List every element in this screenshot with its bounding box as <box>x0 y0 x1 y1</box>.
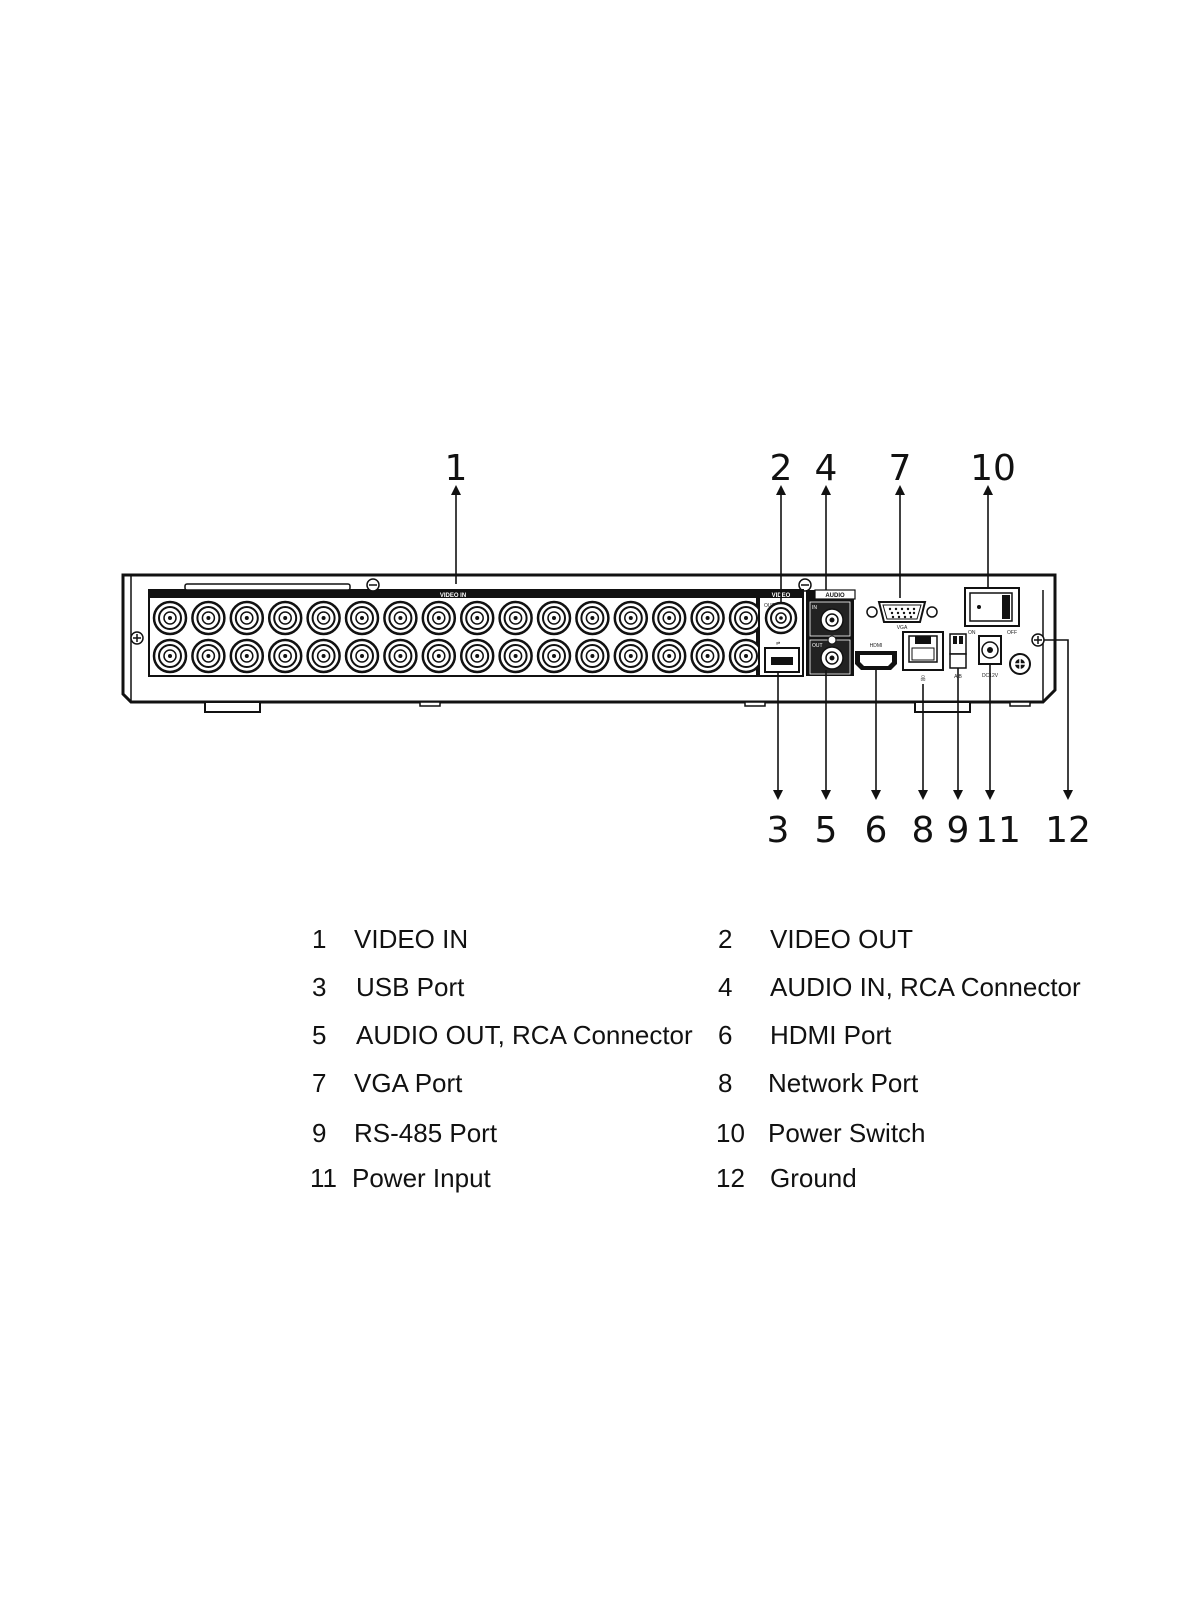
bnc-connector <box>690 638 725 674</box>
bnc-connector <box>306 638 341 674</box>
callout-numbers-top: 1 2 4 7 10 <box>445 448 1016 489</box>
bnc-connector <box>152 600 188 636</box>
network-port: 品 <box>902 631 944 682</box>
bnc-connector <box>383 638 418 674</box>
audio-out-rca-connector <box>820 646 844 670</box>
bnc-connector <box>613 600 649 636</box>
bnc-connector <box>267 638 303 674</box>
vga-port: VGA <box>866 601 938 631</box>
bnc-connector <box>651 638 687 674</box>
callout-numbers-bottom: 3 5 6 8 9 11 12 <box>767 810 1091 851</box>
audio-out-sub-label: OUT <box>812 643 823 649</box>
usb-icon: ⇌ <box>776 641 780 647</box>
callout-number: 9 <box>947 810 970 851</box>
bnc-connector <box>344 638 380 674</box>
video-in-panel-label: VIDEO IN <box>440 593 466 599</box>
bnc-connector <box>191 638 226 674</box>
hdmi-panel-label: HDMI <box>870 643 883 649</box>
bnc-connector <box>152 638 188 674</box>
bnc-connector <box>728 638 764 674</box>
network-icon: 品 <box>920 676 925 682</box>
leader-line-12 <box>1044 639 1073 800</box>
callout-number: 3 <box>767 810 790 851</box>
bnc-connector <box>498 638 533 674</box>
callout-number: 10 <box>970 448 1016 489</box>
switch-off-label: OFF <box>1007 630 1017 636</box>
ground-terminal <box>1009 633 1045 675</box>
bnc-connector <box>267 600 303 636</box>
bnc-connector <box>613 638 649 674</box>
bnc-connector <box>229 600 265 636</box>
audio-panel-label: AUDIO <box>825 593 845 599</box>
bnc-connector-grid <box>152 600 764 674</box>
video-out-block: VIDEO OUT ⇌ <box>758 589 804 677</box>
video-out-sub-label: OUT <box>764 603 775 609</box>
audio-in-sub-label: IN <box>812 605 817 611</box>
switch-on-label: ON <box>968 630 976 636</box>
bnc-connector <box>498 600 533 636</box>
bnc-connector <box>459 600 495 636</box>
callout-number: 11 <box>975 810 1021 851</box>
callout-number: 6 <box>865 810 888 851</box>
bnc-connector <box>421 600 457 636</box>
video-out-bnc-connector <box>764 601 798 635</box>
bnc-connector <box>690 600 725 636</box>
bnc-connector <box>191 600 226 636</box>
callout-number: 8 <box>912 810 935 851</box>
bnc-connector <box>536 638 572 674</box>
callout-number: 5 <box>815 810 838 851</box>
power-switch: ON OFF <box>964 587 1020 636</box>
bnc-connector <box>575 638 610 674</box>
bnc-connector <box>536 600 572 636</box>
bnc-connector <box>383 600 418 636</box>
video-in-block: VIDEO IN <box>148 583 764 677</box>
bnc-connector <box>229 638 265 674</box>
power-input-jack: DC12V <box>978 635 1002 679</box>
vga-panel-label: VGA <box>897 625 908 631</box>
callout-number: 12 <box>1045 810 1091 851</box>
callout-number: 4 <box>815 448 838 489</box>
bnc-connector <box>344 600 380 636</box>
audio-in-rca-connector <box>820 608 844 632</box>
callout-number: 2 <box>770 448 793 489</box>
callout-number: 7 <box>889 448 912 489</box>
bnc-connector <box>306 600 341 636</box>
callout-number: 1 <box>445 448 468 489</box>
hdmi-port: HDMI <box>855 643 897 670</box>
bnc-connector <box>575 600 610 636</box>
audio-block: AUDIO IN OUT <box>806 589 856 676</box>
usb-port: ⇌ <box>764 641 800 673</box>
bnc-connector <box>728 600 764 636</box>
callout-leaders <box>451 485 1073 800</box>
bnc-connector <box>459 638 495 674</box>
bnc-connector <box>421 638 457 674</box>
bnc-connector <box>651 600 687 636</box>
